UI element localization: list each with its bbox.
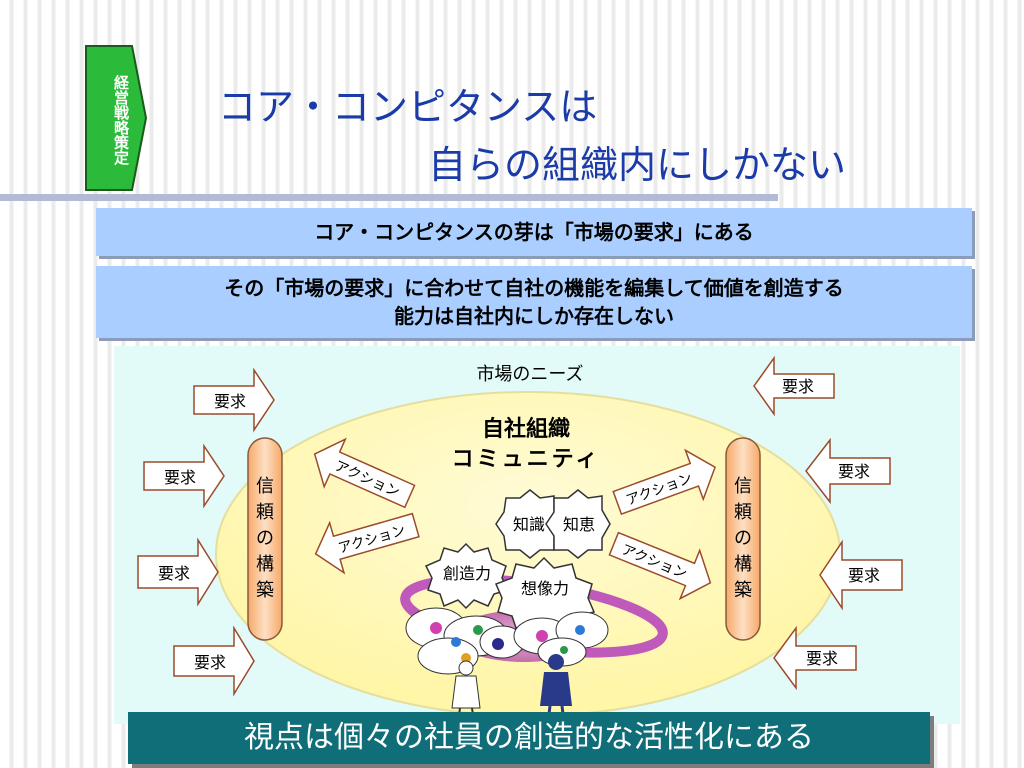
demand-label: 要求 bbox=[848, 566, 880, 585]
trust-pill-right: 信 頼 の 構 築 bbox=[725, 437, 761, 641]
organization-label-line1: 自社組織 bbox=[482, 416, 570, 442]
demand-arrow-right-3: 要求 bbox=[819, 539, 903, 611]
conclusion-banner: 視点は個々の社員の創造的な活性化にある bbox=[128, 712, 930, 764]
trust-char-l0: 信 bbox=[256, 476, 274, 497]
trust-char-l4: 築 bbox=[256, 580, 274, 601]
demand-label: 要求 bbox=[164, 468, 196, 487]
demand-arrow-left-2: 要求 bbox=[143, 443, 225, 509]
demand-arrow-left-4: 要求 bbox=[173, 625, 255, 697]
creativity-label: 創造力 bbox=[443, 564, 491, 583]
banner-origin: コア・コンピタンスの芽は「市場の要求」にある bbox=[96, 208, 972, 256]
trust-char-r4: 築 bbox=[734, 580, 752, 601]
trust-char-l2: の bbox=[256, 528, 274, 549]
banner-capability: その「市場の要求」に合わせて自社の機能を編集して価値を創造する 能力は自社内にし… bbox=[96, 266, 972, 338]
demand-arrow-right-2: 要求 bbox=[805, 437, 891, 505]
trust-char-r3: 構 bbox=[734, 554, 752, 575]
trust-char-r0: 信 bbox=[734, 476, 752, 497]
creativity-badge: 創造力 bbox=[424, 542, 510, 610]
demand-label: 要求 bbox=[194, 653, 226, 672]
demand-arrow-right-4: 要求 bbox=[773, 625, 857, 691]
knowledge-label: 知識 bbox=[513, 515, 545, 534]
category-tag bbox=[85, 45, 148, 191]
trust-char-r1: 頼 bbox=[734, 502, 752, 523]
page-title-line2: 自らの組織内にしかない bbox=[428, 143, 847, 187]
organization-label-line2: コミュニティ bbox=[452, 447, 601, 472]
demand-arrow-left-1: 要求 bbox=[193, 367, 275, 433]
page-title-line1: コア・コンピタンスは bbox=[218, 85, 598, 129]
community-diagram-svg: 市場のニーズ 自社組織 コミュニティ 信 頼 の 構 築 信 頼 の 構 築 要… bbox=[137, 355, 903, 723]
category-tag-label: 経営戦略策定 bbox=[112, 75, 130, 165]
wisdom-label: 知恵 bbox=[563, 515, 595, 534]
demand-label: 要求 bbox=[782, 377, 814, 396]
community-diagram: 市場のニーズ 自社組織 コミュニティ 信 頼 の 構 築 信 頼 の 構 築 要… bbox=[114, 346, 960, 724]
trust-char-l3: 構 bbox=[256, 554, 274, 575]
trust-char-l1: 頼 bbox=[256, 502, 274, 523]
title-underline bbox=[0, 194, 778, 201]
demand-label: 要求 bbox=[214, 392, 246, 411]
demand-arrow-left-3: 要求 bbox=[137, 537, 219, 607]
demand-label: 要求 bbox=[158, 564, 190, 583]
imagination-label: 想像力 bbox=[521, 579, 569, 598]
demand-label: 要求 bbox=[806, 649, 838, 668]
trust-char-r2: の bbox=[734, 528, 752, 549]
banner-capability-line2: 能力は自社内にしか存在しない bbox=[394, 304, 674, 328]
demand-label: 要求 bbox=[838, 462, 870, 481]
person-icon bbox=[540, 654, 572, 723]
market-needs-label: 市場のニーズ bbox=[476, 364, 583, 385]
wisdom-badge: 知恵 bbox=[545, 489, 611, 559]
trust-pill-left: 信 頼 の 構 築 bbox=[247, 437, 283, 641]
demand-arrow-right-1: 要求 bbox=[753, 355, 835, 417]
knowledge-badge: 知識 bbox=[495, 489, 563, 559]
banner-capability-line1: その「市場の要求」に合わせて自社の機能を編集して価値を創造する bbox=[224, 276, 844, 300]
